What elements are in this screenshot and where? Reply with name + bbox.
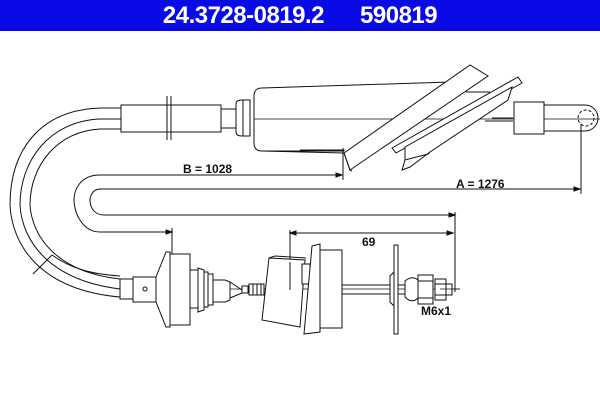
a-dimension-label: A = 1276 bbox=[456, 177, 505, 191]
b-dimension-label: B = 1028 bbox=[183, 162, 232, 176]
part-number: 24.3728-0819.2 bbox=[162, 1, 325, 29]
adjust-dimension-label: 69 bbox=[362, 235, 376, 249]
end-fitting-eye bbox=[513, 101, 599, 135]
dimension-a: A = 1276 bbox=[100, 124, 582, 194]
pedal-bracket bbox=[343, 64, 523, 172]
title-bar: 24.3728-0819.2 590819 bbox=[0, 0, 600, 31]
dimension-b: B = 1028 bbox=[100, 148, 344, 180]
cable-sheath bbox=[9, 107, 121, 298]
adjuster-body bbox=[261, 243, 343, 335]
thread-size-label: M6x1 bbox=[421, 304, 451, 318]
threaded-rod: M6x1 bbox=[342, 244, 460, 335]
top-ferrule bbox=[120, 96, 251, 140]
bottom-fittings bbox=[119, 251, 460, 328]
reference-number: 590819 bbox=[360, 1, 438, 29]
dimension-69: 69 bbox=[288, 230, 455, 285]
u-loop-lines bbox=[73, 174, 457, 292]
